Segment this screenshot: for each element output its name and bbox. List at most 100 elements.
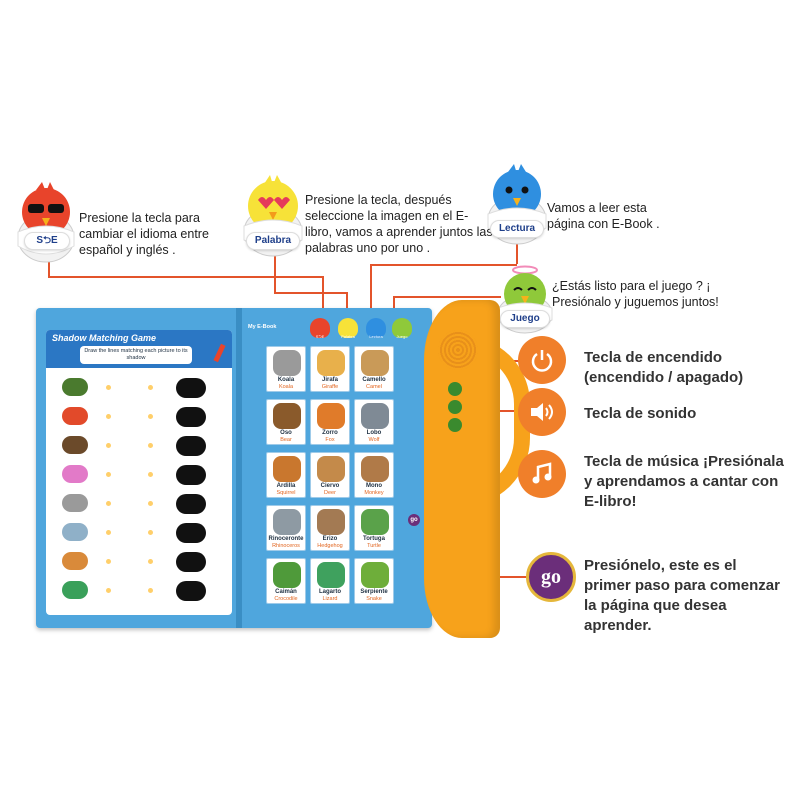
card-label-english: Lizard (322, 596, 338, 602)
card-label-spanish: Ardilla (276, 483, 296, 489)
match-dot[interactable] (106, 472, 111, 477)
match-dot[interactable] (148, 414, 153, 419)
shadow-silhouette (176, 581, 206, 601)
match-dot[interactable] (148, 530, 153, 535)
animal-picture (62, 436, 88, 454)
leader-line (370, 264, 372, 322)
animal-picture (62, 523, 88, 541)
match-dot[interactable] (106, 588, 111, 593)
language-callout-text: Presione la tecla para cambiar el idioma… (79, 211, 209, 257)
page-go-button[interactable]: go (408, 514, 420, 526)
pencil-icon (213, 343, 226, 363)
match-dot[interactable] (148, 501, 153, 506)
card-label-spanish: Erizo (322, 536, 338, 542)
match-dot[interactable] (106, 559, 111, 564)
shadow-silhouette (176, 465, 206, 485)
word-callout-text: Presione la tecla, después seleccione la… (305, 193, 493, 255)
card-label-spanish: Zorro (322, 430, 338, 436)
animal-picture (361, 350, 389, 376)
language-key-label: S⮌E (24, 232, 70, 250)
match-dot[interactable] (106, 385, 111, 390)
card-label-spanish: Ciervo (320, 483, 340, 489)
match-dot[interactable] (106, 443, 111, 448)
right-page-header: My E-Book (248, 324, 277, 330)
go-callout-text: Presiónelo, este es el primer paso para … (584, 557, 780, 634)
animal-picture (361, 456, 389, 482)
card-label-spanish: Camello (362, 377, 386, 383)
animal-picture (317, 456, 345, 482)
leader-line (322, 276, 324, 322)
card-label-spanish: Serpiente (360, 589, 388, 595)
animal-picture (273, 509, 301, 535)
leader-line (393, 296, 501, 298)
animal-picture (62, 552, 88, 570)
match-dot[interactable] (148, 385, 153, 390)
animal-picture (361, 403, 389, 429)
tab-reading[interactable]: Lectura (366, 318, 386, 339)
leader-line (516, 236, 518, 264)
speaker-grille (438, 330, 478, 370)
shadow-silhouette (176, 552, 206, 572)
device-power-button[interactable] (448, 382, 462, 396)
reading-key-label: Lectura (490, 220, 544, 238)
card-label-english: Monkey (364, 490, 384, 496)
leader-line (274, 292, 346, 294)
match-dot[interactable] (106, 530, 111, 535)
word-key-label: Palabra (246, 232, 300, 250)
tab-word[interactable]: Palabra (338, 318, 358, 339)
card-label-english: Rhinoceros (272, 543, 300, 549)
device-music-button[interactable] (448, 418, 462, 432)
device-body (424, 300, 500, 638)
book-spine (236, 308, 242, 628)
card-label-spanish: Tortuga (363, 536, 385, 542)
card-label-english: Snake (366, 596, 382, 602)
go-label: go (541, 565, 561, 588)
animal-picture (273, 456, 301, 482)
shadow-matching-page: Shadow Matching Game Draw the lines matc… (46, 330, 232, 615)
reading-callout-text: Vamos a leer esta página con E-Book . (547, 201, 660, 231)
shadow-silhouette (176, 378, 206, 398)
animal-picture (317, 350, 345, 376)
card-label-english: Deer (324, 490, 336, 496)
tab-language[interactable]: S⮌E (310, 318, 330, 339)
animal-picture (361, 509, 389, 535)
card-label-english: Giraffe (321, 384, 339, 390)
sound-callout-text: Tecla de sonido (584, 405, 697, 422)
animal-picture (62, 407, 88, 425)
leader-line (274, 254, 276, 292)
red-bird-icon (14, 180, 78, 264)
leader-line (346, 292, 348, 322)
match-dot[interactable] (148, 588, 153, 593)
card-label-spanish: Rinoceronte (268, 536, 304, 542)
power-icon (518, 336, 566, 384)
tab-game[interactable]: Juego (392, 318, 412, 339)
match-dot[interactable] (148, 559, 153, 564)
animal-picture (62, 378, 88, 396)
card-label-spanish: Caimán (275, 589, 297, 595)
card-label-english: Fox (325, 437, 335, 443)
match-dot[interactable] (106, 414, 111, 419)
game-key-label: Juego (500, 310, 550, 328)
card-label-spanish: Mono (366, 483, 382, 489)
device-sound-button[interactable] (448, 400, 462, 414)
word-grid-page: My E-Book S⮌E Palabra Lectura Juego Koal… (246, 318, 426, 618)
match-dot[interactable] (106, 501, 111, 506)
match-dot[interactable] (148, 472, 153, 477)
match-dot[interactable] (148, 443, 153, 448)
card-label-english: Squirrel (276, 490, 296, 496)
